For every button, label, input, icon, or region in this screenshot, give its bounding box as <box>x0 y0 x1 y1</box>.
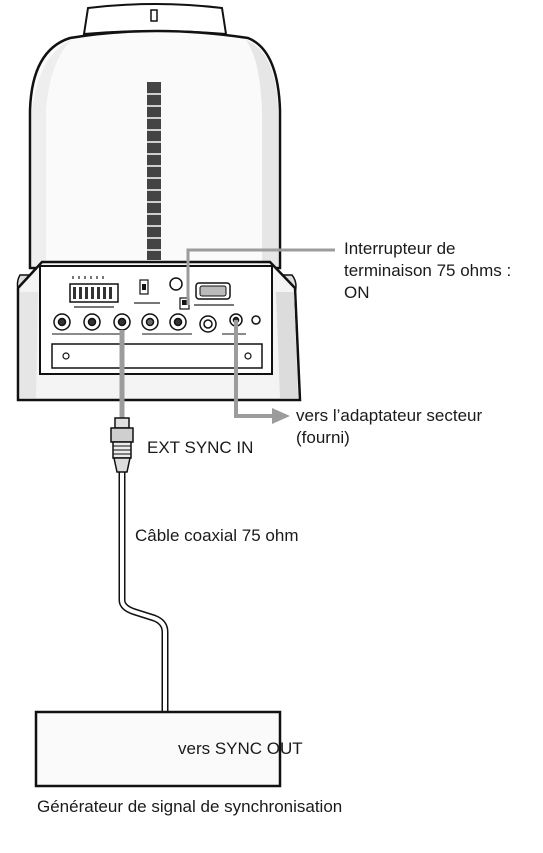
termination-switch-label-line1: Interrupteur de <box>344 239 456 258</box>
ac-adapter-label-line1: vers l’adaptateur secteur <box>296 406 483 425</box>
switch-callout-line <box>186 248 335 305</box>
termination-switch-label-line3: ON <box>344 283 370 302</box>
coaxial-cable-label: Câble coaxial 75 ohm <box>135 526 299 545</box>
ac-adapter-arrow <box>234 320 290 424</box>
sync-out-label: vers SYNC OUT <box>178 739 303 758</box>
coaxial-cable <box>118 330 169 712</box>
termination-switch-label-line2: terminaison 75 ohms : <box>344 261 512 280</box>
ac-adapter-label-line2: (fourni) <box>296 428 350 447</box>
camera-illustration <box>16 3 302 402</box>
sync-generator-label: Générateur de signal de synchronisation <box>37 797 343 816</box>
sync-generator-box <box>34 710 282 788</box>
ext-sync-in-label: EXT SYNC IN <box>147 438 254 457</box>
bnc-plug <box>110 417 134 473</box>
